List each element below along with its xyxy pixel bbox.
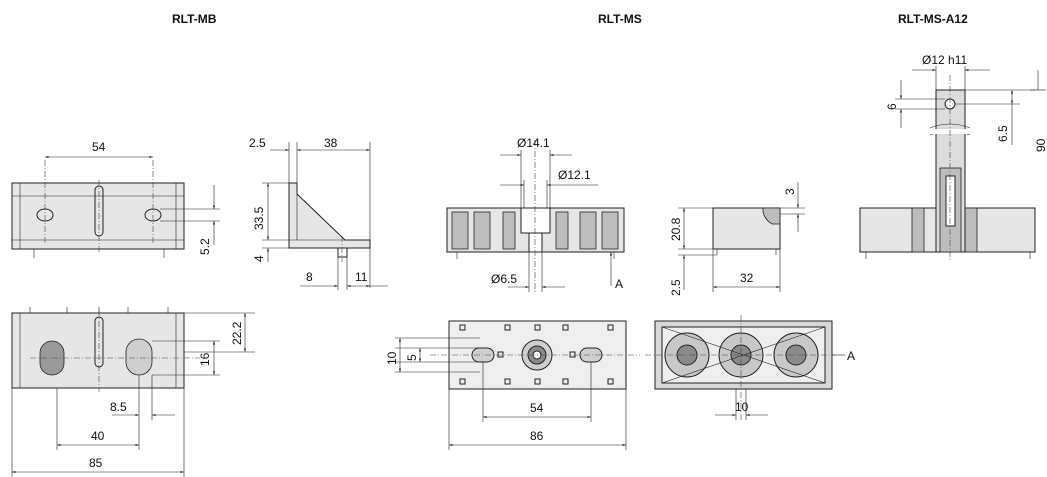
- dim-side-4: 4: [252, 255, 266, 262]
- ms-view-a-label: A: [615, 277, 623, 291]
- dim-side-2-5: 2.5: [249, 136, 266, 150]
- mb-top-view: 22.2 16 8.5 40 85: [11, 307, 255, 477]
- dim-mss-32: 32: [740, 271, 754, 285]
- dim-ms-54: 54: [530, 401, 544, 415]
- dim-mss-3: 3: [783, 188, 797, 195]
- dim-ms-10: 10: [385, 351, 399, 365]
- dim-mb-22-2: 22.2: [230, 321, 244, 345]
- ms-top-view: 10 5 54 86: [385, 320, 640, 450]
- dim-mb-8-5: 8.5: [110, 400, 127, 414]
- title-rlt-mb: RLT-MB: [172, 12, 217, 26]
- dim-mb-40: 40: [91, 429, 105, 443]
- title-rlt-ms: RLT-MS: [598, 12, 642, 26]
- dim-msb-10: 10: [735, 400, 749, 414]
- dim-mss-20-8: 20.8: [669, 217, 683, 241]
- ms-side-view: 3 20.8 2.5 32: [669, 182, 805, 296]
- dim-ms-d6-5: Ø6.5: [491, 272, 517, 286]
- dim-side-38: 38: [324, 136, 338, 150]
- dim-ms-5: 5: [405, 354, 419, 361]
- dim-a12-6: 6: [885, 103, 899, 110]
- dim-side-8: 8: [306, 270, 313, 284]
- dim-mb-85: 85: [89, 456, 103, 470]
- title-rlt-ms-a12: RLT-MS-A12: [898, 12, 968, 26]
- mb-front-view: 54 5.2: [11, 140, 220, 258]
- dim-mss-2-5: 2.5: [669, 279, 683, 296]
- dim-mb-5-2: 5.2: [198, 238, 212, 255]
- ms-bottom-view: A 10: [645, 315, 855, 420]
- dim-mb-54: 54: [92, 140, 106, 154]
- dim-ms-86: 86: [530, 429, 544, 443]
- dim-mb-16: 16: [198, 352, 212, 366]
- ms-front-section: Ø14.1 Ø12.1 Ø6.5 A: [446, 136, 625, 292]
- dim-a12-90: 90: [1034, 138, 1047, 152]
- dim-a12-d12-h11: Ø12 h11: [922, 53, 967, 67]
- dim-ms-d14-1: Ø14.1: [517, 136, 550, 150]
- mb-side-view: 2.5 38 33.5 4 8 11: [249, 136, 388, 290]
- ms-bottom-a-label: A: [847, 349, 855, 363]
- dim-ms-d12-1: Ø12.1: [558, 168, 591, 182]
- msa12-view: Ø12 h11 6 6.5 90: [859, 53, 1047, 260]
- dim-a12-6-5: 6.5: [996, 125, 1010, 142]
- dim-side-11: 11: [355, 270, 368, 284]
- dim-side-33-5: 33.5: [252, 206, 266, 230]
